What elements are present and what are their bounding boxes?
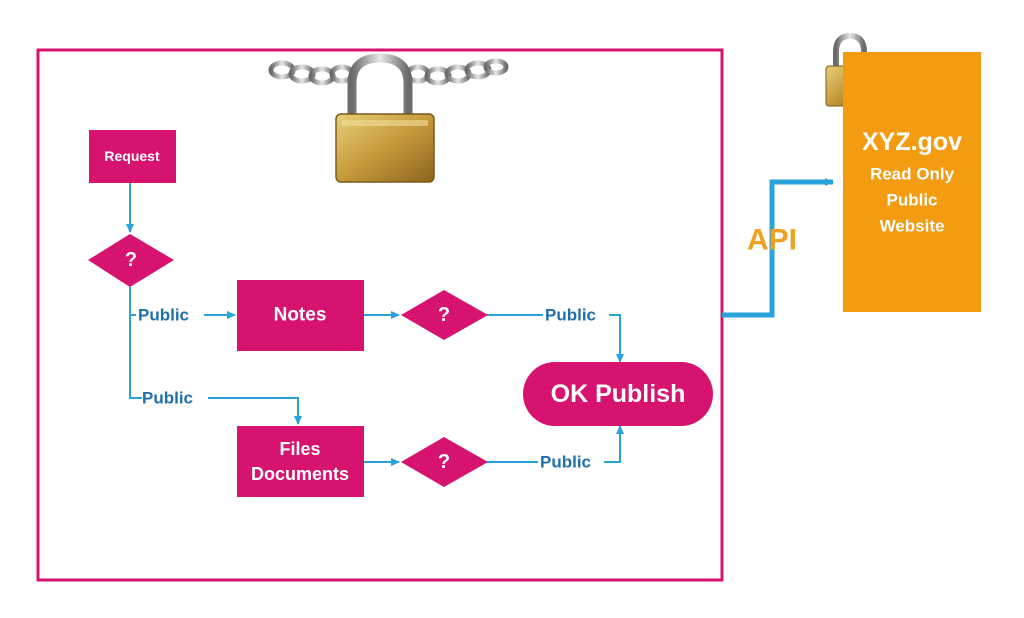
connector-public-to-files <box>208 397 302 425</box>
connector-public-notes-to-publish <box>609 314 624 363</box>
connector-decision-down <box>129 287 142 399</box>
connector-public-files-to-publish <box>604 425 624 463</box>
files-node <box>237 426 364 497</box>
website-title: XYZ.gov <box>862 128 962 156</box>
decision-node-files <box>401 437 488 487</box>
files-label-line-1: Files <box>279 439 320 459</box>
public-label-to-notes: Public <box>138 306 189 325</box>
public-label-notes-out: Public <box>545 306 596 325</box>
request-node <box>89 130 176 183</box>
website-line-2: Read Only <box>870 165 955 184</box>
decision-node-request <box>88 234 174 287</box>
decision-node-notes <box>401 290 488 340</box>
public-website-box <box>843 52 981 312</box>
public-label-files-out: Public <box>540 453 591 472</box>
website-line-3: Public <box>886 191 937 210</box>
public-label-to-files: Public <box>142 389 193 408</box>
decision-label-request: ? <box>125 249 137 271</box>
files-label-line-2: Documents <box>251 464 349 484</box>
notes-label: Notes <box>274 305 327 326</box>
decision-label-files: ? <box>438 451 450 473</box>
website-line-4: Website <box>880 217 945 236</box>
api-connector <box>722 178 834 318</box>
notes-node <box>237 280 364 351</box>
ok-publish-node <box>523 362 713 426</box>
ok-publish-label: OK Publish <box>551 380 686 408</box>
chained-padlock-icon <box>268 53 509 183</box>
decision-label-notes: ? <box>438 304 450 326</box>
request-label: Request <box>104 148 160 164</box>
api-label: API <box>747 224 797 257</box>
